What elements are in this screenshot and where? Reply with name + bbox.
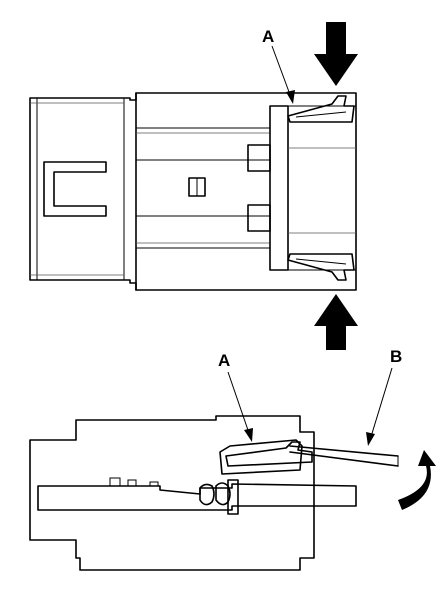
callout-a-top: A	[262, 27, 295, 104]
callout-a-bottom-label: A	[218, 351, 230, 370]
callout-a-top-label: A	[262, 27, 274, 46]
callout-b: B	[366, 347, 402, 446]
arrow-up-icon	[314, 294, 358, 350]
connector-section-view	[29, 415, 399, 571]
callout-b-label: B	[390, 347, 402, 366]
arrow-down-icon	[314, 22, 358, 86]
callout-a-bottom: A	[218, 351, 253, 442]
curved-arrow-up-icon	[398, 450, 436, 510]
connector-top-view	[29, 92, 357, 291]
